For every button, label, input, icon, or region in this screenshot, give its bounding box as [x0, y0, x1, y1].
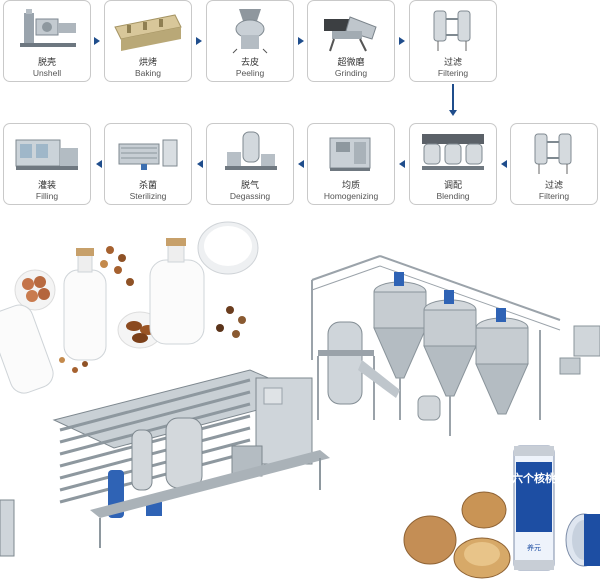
peeling-machine-icon [232, 9, 268, 54]
filling-machine-icon [15, 139, 78, 170]
step-cn-label: 调配 [443, 180, 462, 190]
step-cn-label: 杀菌 [138, 180, 157, 190]
step-cn-label: 脱气 [240, 180, 259, 190]
step-en-label: Sterilizing [129, 191, 167, 201]
arrow-left-icon [501, 160, 507, 168]
step-en-label: Grinding [334, 68, 368, 78]
step-cn-label: 超微磨 [337, 57, 365, 67]
nuts-pile-icon [14, 246, 246, 373]
arrow-right-icon [196, 37, 202, 45]
step-cn-label: 均质 [341, 180, 360, 190]
step-card-baking: 烘烤 Baking [104, 0, 192, 82]
grinding-mill-icon [324, 16, 377, 52]
arrow-right-icon [399, 37, 405, 45]
walnut-drink-can-icon: 养元 六个核桃 [512, 445, 600, 571]
arrow-left-icon [96, 160, 102, 168]
arrow-down-icon [449, 110, 457, 116]
step-card-filtering-2: 过滤 Filtering [510, 123, 598, 205]
step-cn-label: 灌装 [37, 180, 56, 190]
step-en-label: Degassing [229, 191, 271, 201]
step-cn-label: 过滤 [443, 57, 462, 67]
step-card-filling: 灌装 Filling [3, 123, 91, 205]
blending-tank-platform-icon [311, 255, 600, 436]
degasser-icon [225, 131, 277, 170]
walnut-icon [403, 491, 511, 579]
homogenizer-icon [329, 137, 371, 171]
can-brand-text: 六个核桃 [512, 471, 556, 485]
arrow-right-icon [94, 37, 100, 45]
milk-bowl-icon [197, 221, 259, 275]
step-card-homogenizing: 均质 Homogenizing [307, 123, 395, 205]
step-card-sterilizing: 杀菌 Sterilizing [104, 123, 192, 205]
baking-oven-icon [114, 14, 182, 51]
step-en-label: Filtering [437, 68, 469, 78]
degasser-tank-icon [317, 321, 400, 420]
filter-tanks-icon [433, 10, 471, 51]
unshell-machine-icon [20, 9, 76, 47]
step-card-grinding: 超微磨 Grinding [307, 0, 395, 82]
step-en-label: Homogenizing [323, 191, 379, 201]
step-cn-label: 去皮 [240, 57, 259, 67]
sterilizer-icon [118, 139, 178, 170]
step-en-label: Unshell [32, 68, 62, 78]
step-en-label: Baking [135, 68, 161, 78]
arrow-left-icon [197, 160, 203, 168]
step-card-unshell: 脱壳 Unshell [3, 0, 91, 82]
arrow-right-icon [298, 37, 304, 45]
step-en-label: Filling [35, 191, 59, 201]
filter-tanks-icon [534, 133, 572, 174]
step-en-label: Peeling [235, 68, 265, 78]
can-small-text: 养元 [527, 543, 541, 552]
connector-line [452, 84, 454, 110]
step-card-peeling: 去皮 Peeling [206, 0, 294, 82]
blending-tanks-icon [422, 134, 484, 170]
step-card-filtering-1: 过滤 Filtering [409, 0, 497, 82]
milk-bottle-icon [149, 238, 205, 345]
tube-sterilizer-icon [0, 369, 330, 557]
step-en-label: Blending [436, 191, 470, 201]
arrow-left-icon [399, 160, 405, 168]
step-cn-label: 烘烤 [138, 57, 157, 67]
step-card-blending: 调配 Blending [409, 123, 497, 205]
milk-bottle-icon [63, 248, 107, 361]
milk-bottle-icon [0, 304, 54, 394]
step-cn-label: 过滤 [544, 180, 563, 190]
production-line-illustration: 养元 六个核桃 [0, 221, 600, 579]
arrow-left-icon [298, 160, 304, 168]
step-cn-label: 脱壳 [37, 57, 56, 67]
step-card-degassing: 脱气 Degassing [206, 123, 294, 205]
step-en-label: Filtering [538, 191, 570, 201]
